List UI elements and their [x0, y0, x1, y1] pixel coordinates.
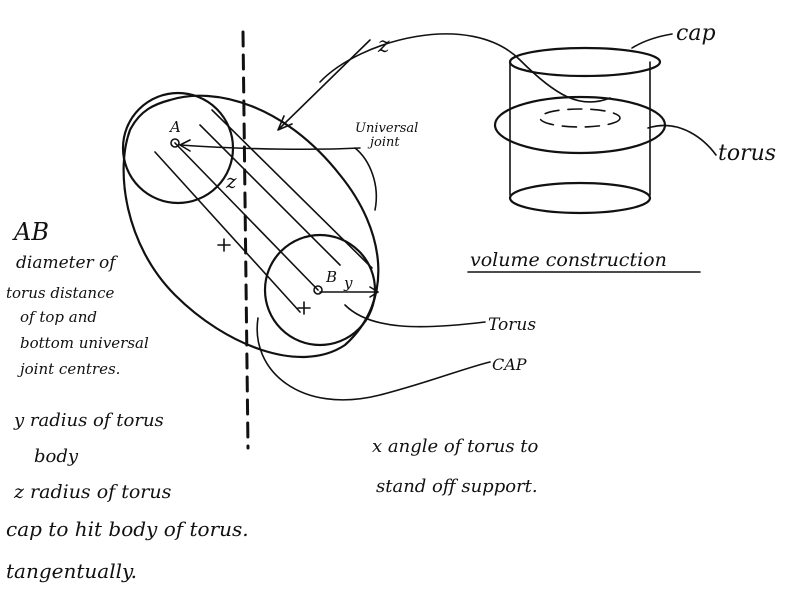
b-cross — [297, 301, 311, 315]
torus-ring-outer — [493, 95, 667, 155]
z-pointer-arrowhead — [277, 115, 293, 131]
y-line-text-2: body — [34, 446, 79, 467]
point-b-dot — [313, 285, 323, 295]
b-y-arrowhead — [369, 286, 379, 298]
ab-line-text-3: of top and — [20, 308, 97, 326]
ab-line-text-2: torus distance — [6, 284, 114, 302]
cap-bottom-label: CAP — [492, 355, 527, 374]
x-line-text-2: stand off support. — [376, 476, 538, 497]
point-b-label: B — [325, 268, 337, 286]
universal-joint-label-1: Universal — [355, 121, 418, 136]
a-arrowhead — [179, 139, 191, 152]
point-a-dot — [170, 138, 180, 148]
universal-joint-curve — [354, 147, 378, 211]
bottom-cap-ellipse — [508, 181, 652, 215]
ab-line-2 — [154, 151, 301, 313]
connector-loop — [319, 33, 611, 103]
ab-title: AB — [12, 218, 49, 246]
y-mark-label: y — [343, 274, 353, 292]
y-line-text-1: y radius of torus — [13, 410, 164, 431]
universal-joint-label-2: joint — [367, 135, 400, 150]
torus-bottom-label: Torus — [488, 315, 536, 335]
ab-line-text-1: diameter of — [16, 253, 118, 273]
point-a-label: A — [168, 118, 181, 136]
z-line-text-1: z radius of torus — [13, 481, 172, 503]
x-line-text-1: x angle of torus to — [372, 436, 539, 457]
ab-line-4 — [211, 109, 373, 269]
ab-line-text-5: joint centres. — [17, 360, 120, 378]
volume-construction-label: volume construction — [470, 249, 667, 271]
top-cap-ellipse — [508, 46, 662, 78]
cap-leader-line — [256, 317, 491, 401]
torus-ring-inner — [539, 108, 621, 128]
centre-cross — [217, 238, 231, 252]
ab-line-text-4: bottom universal — [20, 334, 149, 352]
z-top-label: z — [377, 33, 390, 58]
z-mark-label: z — [225, 169, 237, 193]
cap-top-label: cap — [676, 21, 716, 46]
z-pointer-line — [279, 39, 371, 129]
z-line-text-2: cap to hit body of torus. — [6, 517, 249, 541]
torus-right-label: torus — [718, 141, 776, 166]
torus-outline — [122, 94, 380, 359]
torus-leader-line — [344, 304, 486, 328]
ab-line-1 — [174, 142, 319, 291]
volume-construction-figure — [493, 33, 717, 215]
support-axis-dashed-line — [241, 30, 250, 450]
ab-line-3 — [199, 124, 341, 266]
torus-right-leader — [647, 124, 717, 156]
cap-top-leader — [631, 33, 673, 49]
a-to-joint-arrow — [179, 144, 361, 151]
z-line-text-3: tangentually. — [6, 559, 137, 583]
